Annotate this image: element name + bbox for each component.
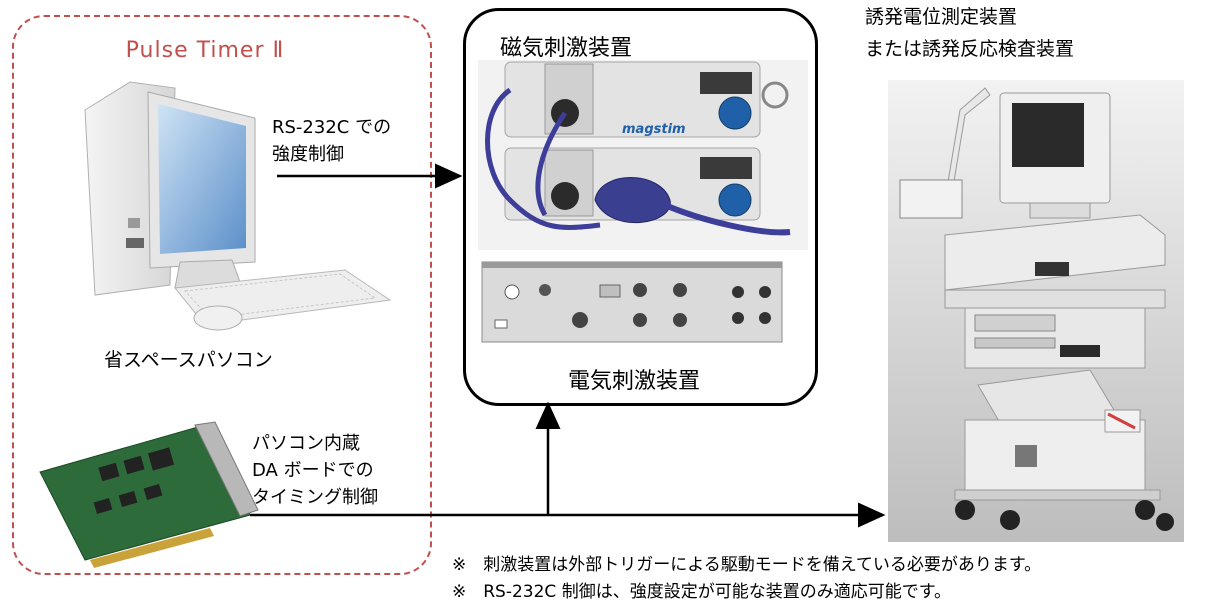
da-label-line1: パソコン内蔵	[252, 433, 360, 454]
rs232-label-line1: RS-232C での	[272, 117, 392, 138]
pulse-timer-title: Pulse Timer Ⅱ	[125, 38, 285, 63]
evoked-system-illustration	[888, 80, 1184, 542]
magnetic-stimulator-illustration	[478, 60, 808, 250]
electric-stimulator-illustration	[481, 261, 783, 343]
pc-label: 省スペースパソコン	[104, 349, 273, 371]
da-label-line2: DA ボードでの	[252, 460, 374, 481]
magstim-brand: magstim	[622, 122, 686, 137]
pulse-timer-group	[12, 15, 432, 575]
evoked-title-line2: または誘発反応検査装置	[865, 38, 1075, 60]
connectors	[250, 163, 886, 528]
note-1: ※ 刺激装置は外部トリガーによる駆動モードを備えている必要があります。	[452, 555, 1042, 575]
note-2: ※ RS-232C 制御は、強度設定が可能な装置のみ適応可能です。	[452, 582, 952, 602]
da-board-illustration	[39, 421, 259, 568]
pc-illustration	[84, 81, 392, 331]
magnetic-stimulator-label: 磁気刺激装置	[500, 36, 633, 61]
da-label-line3: タイミング制御	[252, 487, 378, 508]
rs232-label-line2: 強度制御	[272, 144, 344, 165]
electric-stimulator-label: 電気刺激装置	[568, 369, 701, 394]
stimulator-box	[463, 8, 818, 406]
evoked-title-line1: 誘発電位測定装置	[865, 6, 1018, 28]
